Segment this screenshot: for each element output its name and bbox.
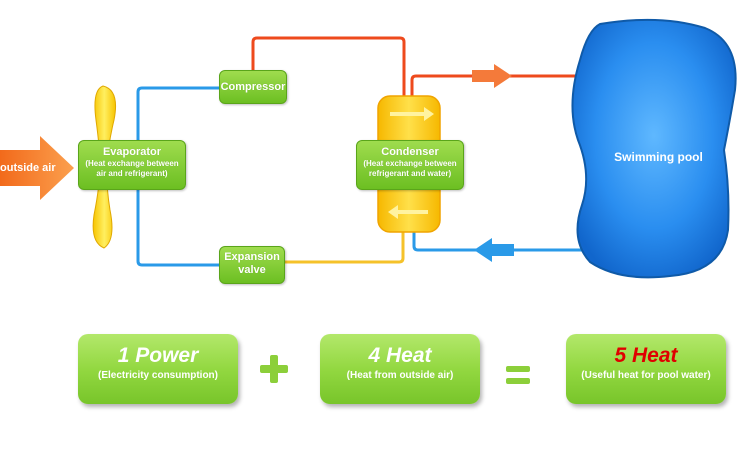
pipe-compressor-to-condenser [251, 36, 406, 128]
condenser-node: Condenser (Heat exchange between refrige… [356, 140, 464, 190]
pipe-condenser-to-pool-hot [410, 74, 585, 128]
equals-icon [506, 366, 530, 386]
heat-description: (Heat from outside air) [346, 370, 454, 381]
hot-water-arrow-icon [472, 64, 512, 88]
evaporator-title: Evaporator [102, 146, 162, 158]
condenser-subtitle: (Heat exchange between refrigerant and w… [363, 159, 457, 178]
evaporator-subtitle: (Heat exchange between air and refrigera… [85, 159, 179, 178]
power-description: (Electricity consumption) [97, 370, 218, 381]
pipe-expansion-to-evaporator [136, 190, 219, 267]
expansion-valve-node: Expansion valve [219, 246, 285, 284]
condenser-title: Condenser [381, 146, 439, 158]
heat-box: 4 Heat (Heat from outside air) [320, 334, 480, 404]
power-value: 1 Power [117, 344, 199, 367]
swimming-pool-label: Swimming pool [614, 150, 703, 164]
outside-air-label: outside air [0, 162, 56, 174]
result-value: 5 Heat [614, 344, 678, 367]
result-description: (Useful heat for pool water) [581, 370, 711, 381]
pipe-pool-to-condenser-cold [412, 200, 585, 252]
compressor-title: Compressor [220, 81, 286, 93]
condenser-hot-flow-arrow-icon [390, 107, 434, 121]
condenser-cold-flow-arrow-icon [388, 205, 428, 219]
pipe-condenser-to-expansion [285, 200, 405, 264]
swimming-pool-icon [571, 18, 737, 279]
expansion-valve-title: Expansion valve [224, 251, 280, 276]
cold-water-arrow-icon [474, 238, 514, 262]
compressor-node: Compressor [219, 70, 287, 104]
power-box: 1 Power (Electricity consumption) [78, 334, 238, 404]
pipe-evaporator-to-compressor [136, 86, 219, 140]
result-box: 5 Heat (Useful heat for pool water) [566, 334, 726, 404]
outside-air-arrow-icon [0, 136, 74, 200]
evaporator-node: Evaporator (Heat exchange between air an… [78, 140, 186, 190]
heat-value: 4 Heat [368, 344, 432, 367]
plus-icon [260, 355, 288, 383]
